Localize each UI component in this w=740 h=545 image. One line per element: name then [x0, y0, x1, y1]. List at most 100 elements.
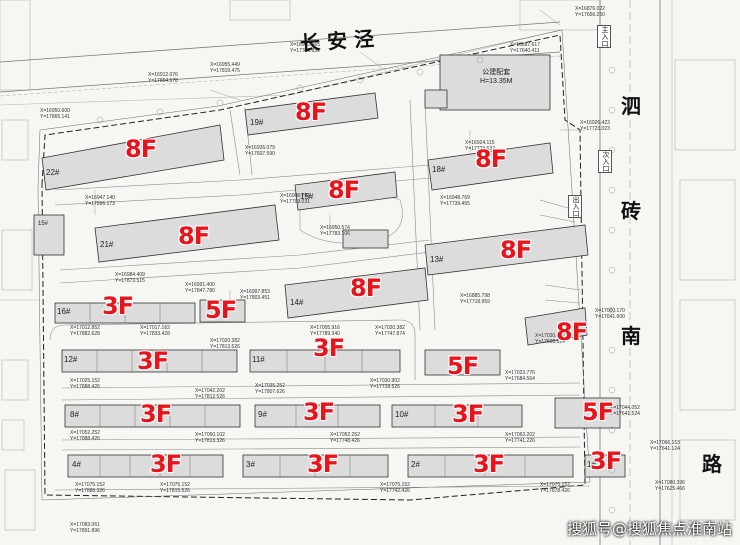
building-number: 8# — [70, 410, 79, 419]
building-number: 1# — [587, 460, 596, 469]
east-road — [599, 0, 673, 545]
building-number: 16# — [57, 307, 71, 316]
club-height: H=13.35M — [480, 78, 513, 85]
building-number: 4# — [72, 460, 81, 469]
floor-label: 3F — [150, 450, 182, 478]
road-name-east-4: 路 — [702, 452, 722, 476]
building-number: 3# — [246, 460, 255, 469]
club-name: 公建配套 — [482, 69, 511, 76]
floor-label: 3F — [313, 334, 345, 362]
road-name-east-3: 南 — [621, 324, 641, 348]
floor-label: 8F — [125, 135, 157, 163]
floor-label: 3F — [473, 450, 505, 478]
building-number: 13# — [430, 255, 444, 264]
floor-label: 3F — [452, 400, 484, 428]
building-number: 15# — [300, 192, 314, 201]
floor-label: 3F — [303, 398, 335, 426]
building-number: 21# — [100, 240, 114, 249]
building-number: 2# — [411, 460, 420, 469]
floor-label: 5F — [582, 398, 614, 426]
building-number: 9# — [258, 410, 267, 419]
unit-divisions — [89, 303, 526, 477]
dimension-lines — [94, 9, 585, 300]
floor-label: 3F — [137, 347, 169, 375]
watermark: 搜狐号@搜狐焦点淮南站 — [566, 520, 732, 538]
building-number: 11# — [252, 355, 265, 364]
floor-label: 8F — [328, 176, 360, 204]
building-number: 10# — [395, 410, 409, 419]
floor-label: 8F — [500, 236, 532, 264]
road-name-east-2: 砖 — [621, 199, 641, 223]
setback-line — [37, 29, 591, 501]
floor-label: 3F — [590, 447, 622, 475]
floor-label: 8F — [295, 98, 327, 126]
floor-label: 8F — [556, 318, 588, 346]
road-name-north: 长 安 泾 — [299, 26, 375, 56]
gate-label: 主入口 — [597, 25, 611, 48]
club-house-label: 公建配套 H=13.35M — [480, 68, 513, 86]
trees — [96, 56, 616, 514]
surroundings — [0, 0, 736, 531]
floor-label: 3F — [307, 450, 339, 478]
floor-label: 8F — [475, 145, 507, 173]
building-number: 14# — [290, 298, 304, 307]
floor-label: 3F — [140, 400, 172, 428]
road-name-east-1: 泗 — [621, 94, 641, 118]
building-number: 22# — [46, 168, 60, 177]
floor-label: 5F — [447, 352, 479, 380]
gate-label: 次入口 — [598, 150, 612, 173]
floor-label: 8F — [350, 274, 382, 302]
floor-label: 5F — [205, 296, 237, 324]
building-number: 19# — [250, 118, 264, 127]
floor-label: 8F — [178, 222, 210, 250]
gate-label: 出入口 — [568, 195, 582, 218]
floor-label: 3F — [102, 292, 134, 320]
ktv-label: 15# — [38, 221, 49, 227]
building-number: 12# — [64, 355, 78, 364]
site-boundary — [41, 34, 586, 501]
building-number: 18# — [432, 165, 446, 174]
